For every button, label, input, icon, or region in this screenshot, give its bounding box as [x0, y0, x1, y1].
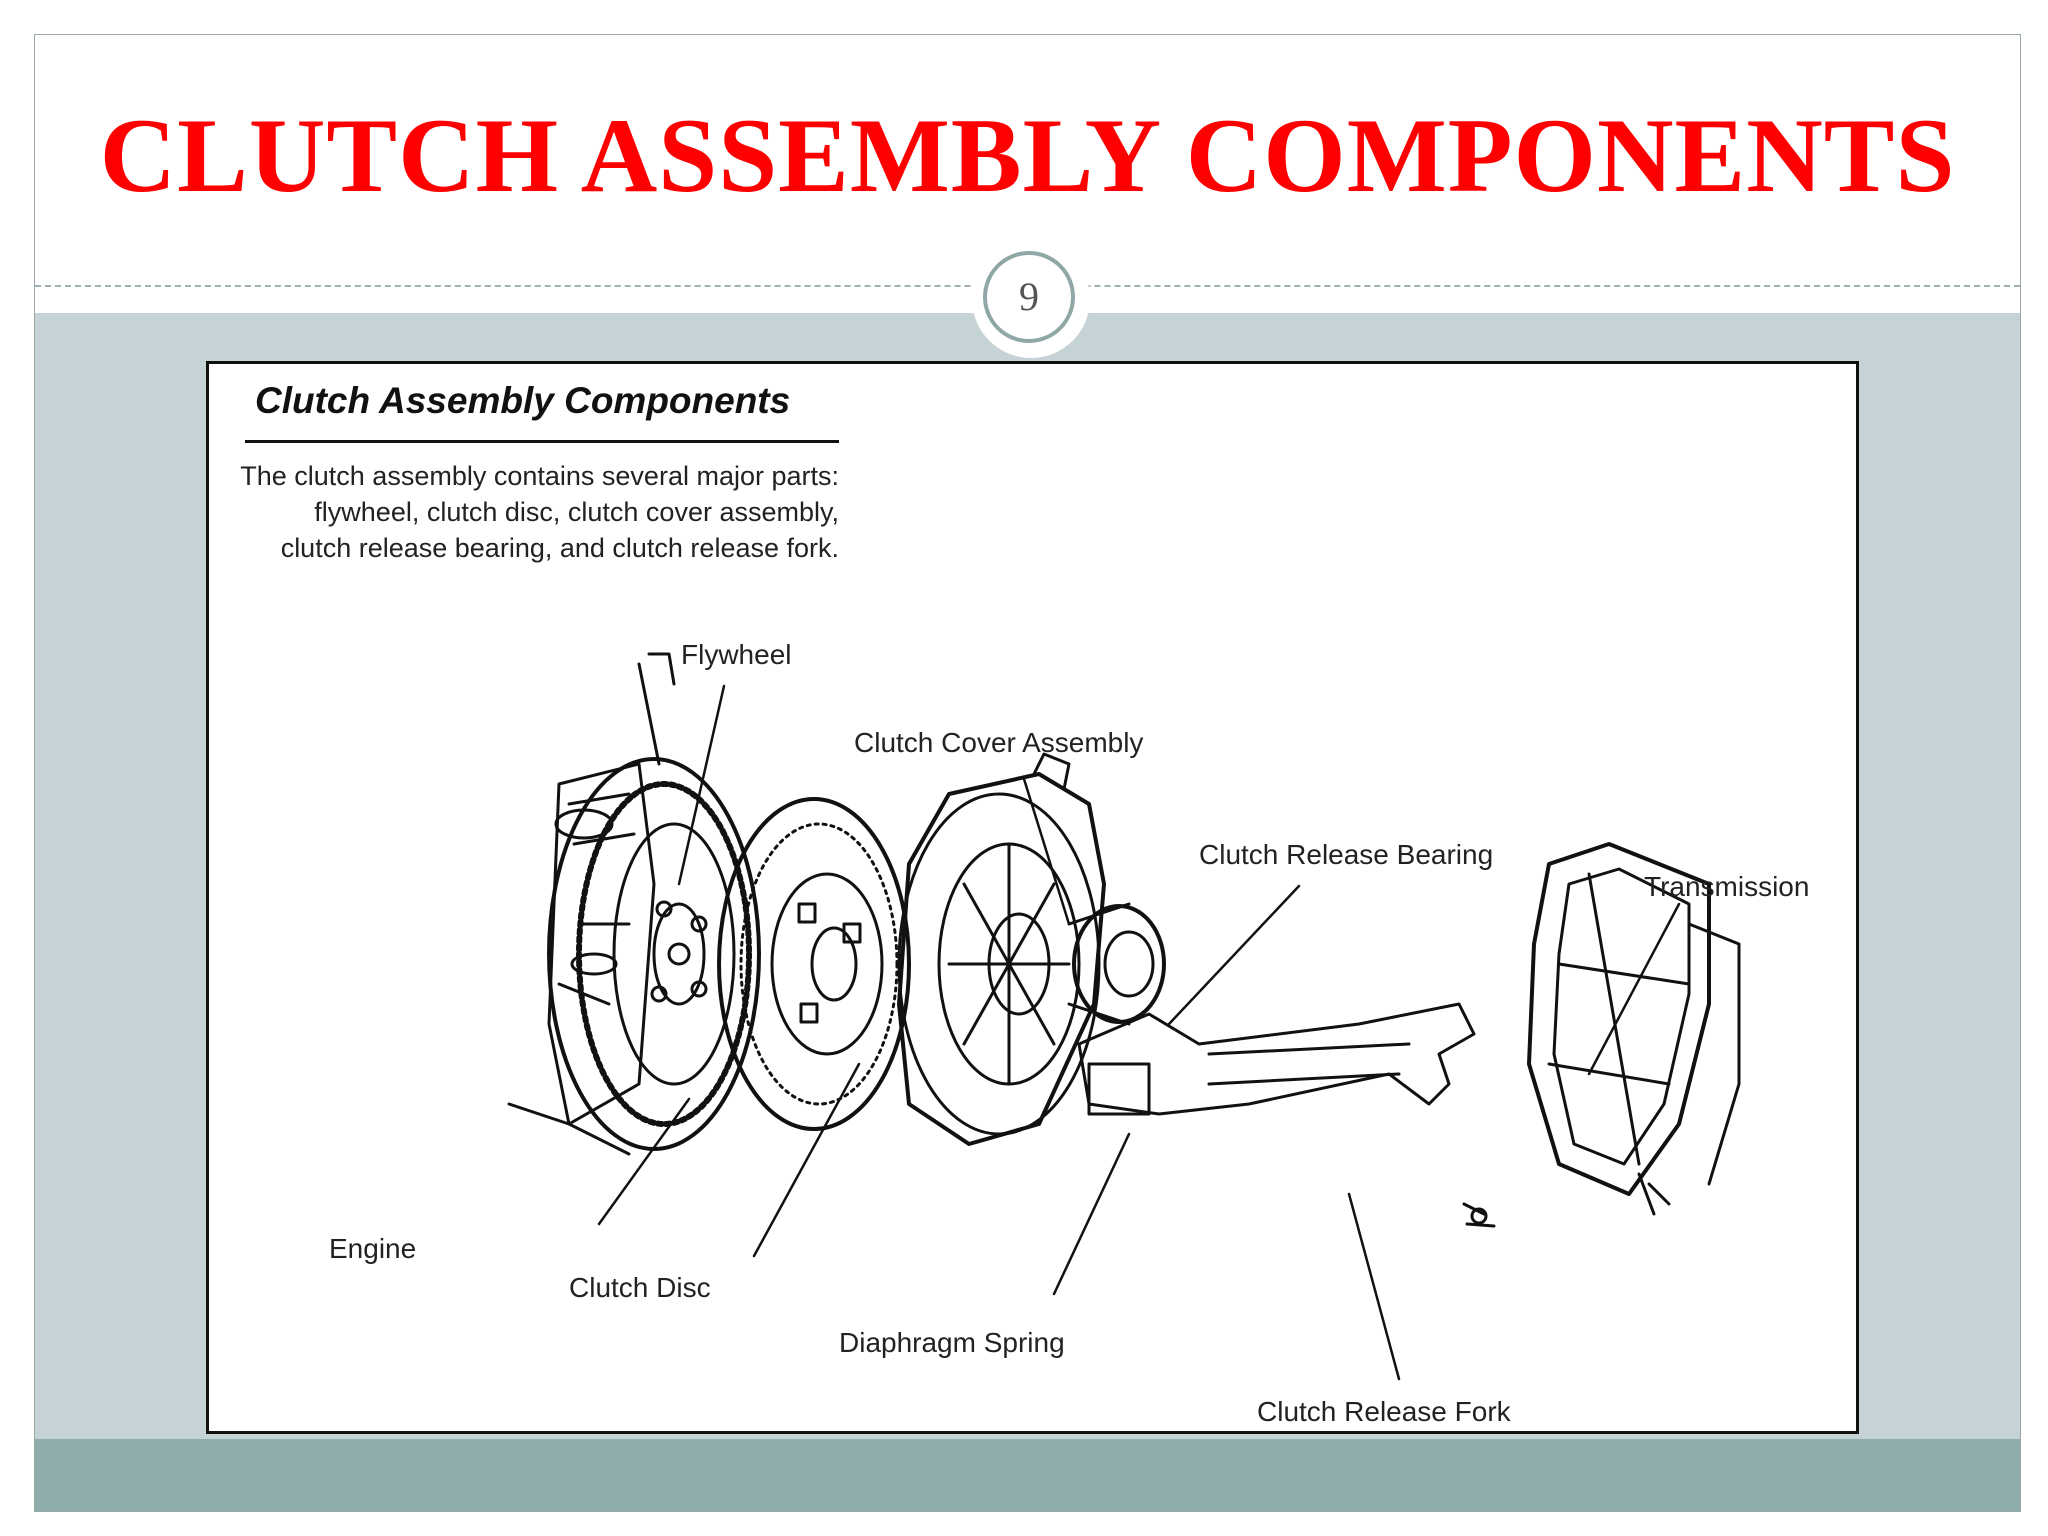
clutch-disc-illustration — [717, 797, 911, 1131]
release-bearing-illustration — [1067, 902, 1166, 1026]
leader-clutch-cover — [1022, 777, 1071, 926]
figure-panel: Clutch Assembly Components The clutch as… — [206, 361, 1859, 1434]
label-clutch-cover-assembly: Clutch Cover Assembly — [854, 727, 1143, 758]
label-clutch-disc: Clutch Disc — [569, 1272, 711, 1303]
leader-flywheel — [677, 684, 726, 886]
slide-title: CLUTCH ASSEMBLY COMPONENTS — [99, 97, 1956, 214]
label-clutch-release-bearing: Clutch Release Bearing — [1199, 839, 1493, 870]
label-diaphragm-spring: Diaphragm Spring — [839, 1327, 1065, 1358]
label-flywheel: Flywheel — [681, 639, 791, 670]
leader-release-fork — [1347, 1192, 1401, 1381]
leader-diaphragm-spring — [1052, 1132, 1131, 1296]
page-number: 9 — [983, 251, 1075, 343]
leader-engine — [597, 1097, 691, 1226]
engine-illustration — [507, 652, 676, 1156]
label-engine: Engine — [329, 1233, 416, 1264]
clutch-exploded-diagram: Flywheel Clutch Cover Assembly Clutch Re… — [329, 639, 1809, 1427]
leader-lines — [597, 684, 1681, 1381]
figure-description: The clutch assembly contains several maj… — [240, 461, 839, 563]
footer-band — [35, 1439, 2020, 1511]
leader-transmission — [1587, 902, 1681, 1076]
slide: CLUTCH ASSEMBLY COMPONENTS 9 Clutch Asse… — [34, 34, 2021, 1512]
label-clutch-release-fork: Clutch Release Fork — [1257, 1396, 1512, 1427]
label-transmission: Transmission — [1644, 871, 1809, 902]
leader-release-bearing — [1167, 884, 1301, 1026]
leader-clutch-disc — [752, 1062, 861, 1258]
figure-heading-rule — [245, 440, 839, 443]
release-fork-illustration — [1077, 1002, 1496, 1228]
clutch-cover-illustration — [897, 752, 1106, 1146]
transmission-illustration — [1527, 842, 1741, 1216]
flywheel-illustration — [547, 757, 761, 1151]
figure-heading: Clutch Assembly Components — [255, 380, 791, 421]
